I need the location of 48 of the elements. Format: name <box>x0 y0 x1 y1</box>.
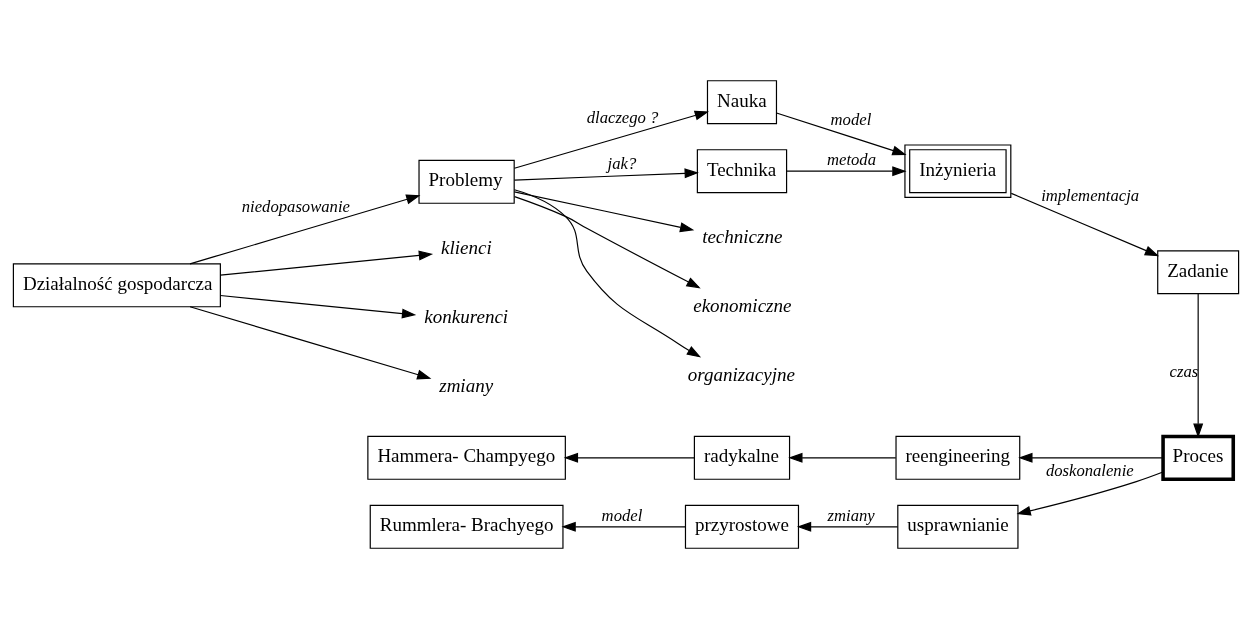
edge-label: model <box>830 110 872 130</box>
node-text: ekonomiczne <box>693 295 792 317</box>
arrow <box>1016 471 1164 516</box>
arrow <box>788 452 897 463</box>
arrow <box>786 166 907 177</box>
edge-label: implementacja <box>1041 186 1140 206</box>
arrow <box>513 168 699 181</box>
arrow <box>775 112 907 156</box>
arrow <box>1010 192 1160 257</box>
edge-label: zmiany <box>827 506 875 526</box>
edge-label: model <box>601 506 643 526</box>
edge-label: niedopasowanie <box>241 196 350 216</box>
arrow <box>189 306 432 380</box>
node-box: Problemy <box>418 159 515 204</box>
node-box: Technika <box>696 149 788 194</box>
node-box: usprawnianie <box>897 504 1019 549</box>
arrow <box>513 189 702 358</box>
arrow <box>219 250 434 276</box>
arrow <box>796 521 899 532</box>
node-box: Zadanie <box>1157 250 1240 295</box>
arrow <box>1193 293 1204 438</box>
arrow <box>561 521 686 532</box>
node-box: Inżynieria <box>904 144 1012 198</box>
arrow <box>1018 452 1164 463</box>
arrow <box>513 110 709 169</box>
node-text: klienci <box>441 237 492 259</box>
node-box: Proces <box>1161 434 1236 482</box>
node-box: przyrostowe <box>684 504 800 549</box>
node-text: zmiany <box>439 375 494 397</box>
node-box: radykalne <box>693 435 791 480</box>
node-box: Nauka <box>706 80 778 125</box>
arrow <box>189 194 421 265</box>
node-box: Działalność gospodarcza <box>12 263 221 308</box>
node-text: techniczne <box>702 226 783 248</box>
node-box: reengineering <box>895 435 1021 480</box>
edge-label: jak? <box>607 154 637 174</box>
node-text: organizacyjne <box>687 364 795 386</box>
node-text: konkurenci <box>424 306 509 328</box>
node-box: Rummlera- Brachyego <box>369 504 564 549</box>
arrow <box>563 452 695 463</box>
arrow <box>513 191 695 233</box>
edge-label: metoda <box>827 150 877 170</box>
node-box: Hammera- Champyego <box>367 435 566 480</box>
edge-label: dlaczego ? <box>586 107 659 127</box>
arrow <box>219 294 417 319</box>
edge-label: czas <box>1169 362 1199 382</box>
arrow <box>513 196 701 289</box>
edge-label: doskonalenie <box>1045 460 1134 480</box>
